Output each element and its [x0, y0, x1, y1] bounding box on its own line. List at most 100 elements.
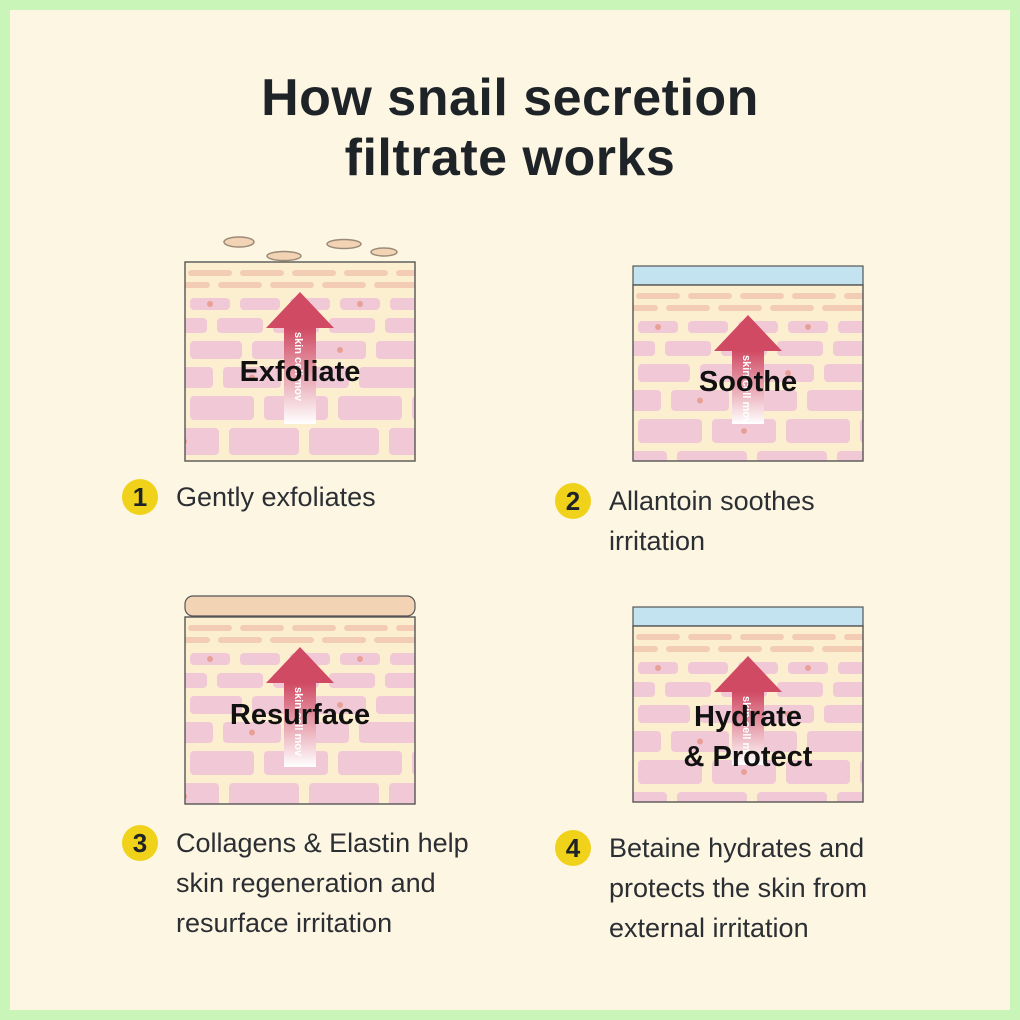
skin-cell	[757, 792, 827, 802]
skin-cell	[412, 396, 415, 420]
skin-diagram: skin cell mov	[632, 606, 864, 803]
skin-cell	[633, 731, 661, 752]
skin-cell	[633, 792, 667, 802]
arrow-head	[714, 656, 782, 692]
step-description: Allantoin soothes irritation	[609, 486, 815, 556]
skin-cell	[688, 662, 728, 674]
step-1: 1 Gently exfoliates	[122, 477, 376, 517]
skin-cell	[638, 419, 702, 443]
skin-layers: skin cell mov	[633, 626, 863, 802]
skin-flake	[223, 236, 255, 248]
cell-nucleus	[337, 702, 343, 708]
skin-cell	[376, 696, 415, 714]
cell-nucleus	[785, 711, 791, 717]
skin-cell	[240, 298, 280, 310]
skin-diagram: skin cell mov	[184, 236, 416, 462]
arrow-shaft	[284, 328, 316, 424]
skin-cell	[359, 722, 415, 743]
corneum-cell	[396, 625, 415, 631]
skin-cell	[633, 451, 667, 461]
skin-cell	[338, 751, 402, 775]
skin-cell	[376, 341, 415, 359]
skin-cell	[777, 341, 823, 356]
skin-cell	[185, 428, 219, 455]
moisture-layer	[632, 265, 864, 286]
page-background	[10, 10, 1010, 1010]
step-number-badge: 1	[122, 479, 158, 515]
skin-cell	[688, 321, 728, 333]
diagram-label-exfoliate: Exfoliate	[239, 356, 361, 388]
step-description: Betaine hydrates and protects the skin f…	[609, 833, 868, 943]
corneum-cell	[718, 305, 762, 311]
skin-cell	[217, 673, 263, 688]
corneum-cell	[636, 634, 680, 640]
skin-cell	[390, 298, 415, 310]
arrow-caption: skin cell mov	[740, 355, 752, 425]
diagram-border	[632, 284, 864, 462]
skin-cell	[309, 428, 379, 455]
arrow-head	[266, 647, 334, 683]
corneum-cell	[218, 637, 262, 643]
skin-cell	[633, 390, 661, 411]
corneum-cell	[740, 634, 784, 640]
step-description: Gently exfoliates	[176, 482, 376, 512]
skin-cell	[229, 783, 299, 804]
skin-layers: skin cell mov	[185, 262, 415, 461]
page-title: How snail secretion filtrate works	[261, 69, 759, 187]
corneum-cell	[666, 646, 710, 652]
skin-cell	[677, 792, 747, 802]
skin-cell	[329, 318, 375, 333]
corneum-cell	[688, 634, 732, 640]
skin-cell	[385, 673, 415, 688]
skin-cell	[757, 451, 827, 461]
skin-diagram: skin cell mov	[632, 265, 864, 462]
skin-cell	[824, 364, 863, 382]
cell-nucleus	[337, 347, 343, 353]
corneum-cell	[740, 293, 784, 299]
corneum-cell	[292, 625, 336, 631]
corneum-cell	[374, 282, 415, 288]
skin-cell	[807, 390, 863, 411]
skin-cell	[833, 682, 863, 697]
skin-cell	[786, 419, 850, 443]
skin-cell	[329, 673, 375, 688]
cell-nucleus	[697, 397, 703, 404]
step-number-badge: 4	[555, 830, 591, 866]
corneum-cell	[188, 625, 232, 631]
skin-cell	[807, 731, 863, 752]
cell-nucleus	[357, 656, 363, 662]
corneum-cell	[770, 646, 814, 652]
step-number-badge: 2	[555, 483, 591, 519]
cell-nucleus	[655, 665, 661, 671]
corneum-cell	[633, 646, 658, 652]
skin-cell	[240, 653, 280, 665]
hydrate-protect-diagram: skin cell mov Hydrate & Protect	[632, 606, 864, 803]
skin-cell	[190, 751, 254, 775]
skin-layers: skin cell mov	[185, 617, 415, 804]
skin-cell	[185, 318, 207, 333]
arrow-caption: skin cell mov	[292, 332, 304, 402]
skin-cell	[385, 318, 415, 333]
skin-cell	[190, 396, 254, 420]
skin-cell	[633, 682, 655, 697]
soothe-diagram: skin cell mov Soothe	[632, 265, 864, 462]
skin-cell	[677, 451, 747, 461]
skin-cell	[229, 428, 299, 455]
skin-cell	[412, 751, 415, 775]
cell-nucleus	[207, 656, 213, 662]
corneum-cell	[718, 646, 762, 652]
corneum-cell	[240, 270, 284, 276]
skin-cell	[777, 682, 823, 697]
skin-cell	[185, 722, 213, 743]
cell-nucleus	[741, 769, 747, 775]
skin-diagram: skin cell mov	[184, 595, 416, 805]
skin-cell	[309, 783, 379, 804]
corneum-cell	[322, 282, 366, 288]
cell-nucleus	[207, 301, 213, 307]
skin-flake	[326, 238, 362, 250]
cell-nucleus	[357, 301, 363, 307]
skin-cell	[638, 760, 702, 784]
skin-cell	[860, 419, 863, 443]
skin-cell	[389, 783, 415, 804]
corneum-cell	[270, 637, 314, 643]
